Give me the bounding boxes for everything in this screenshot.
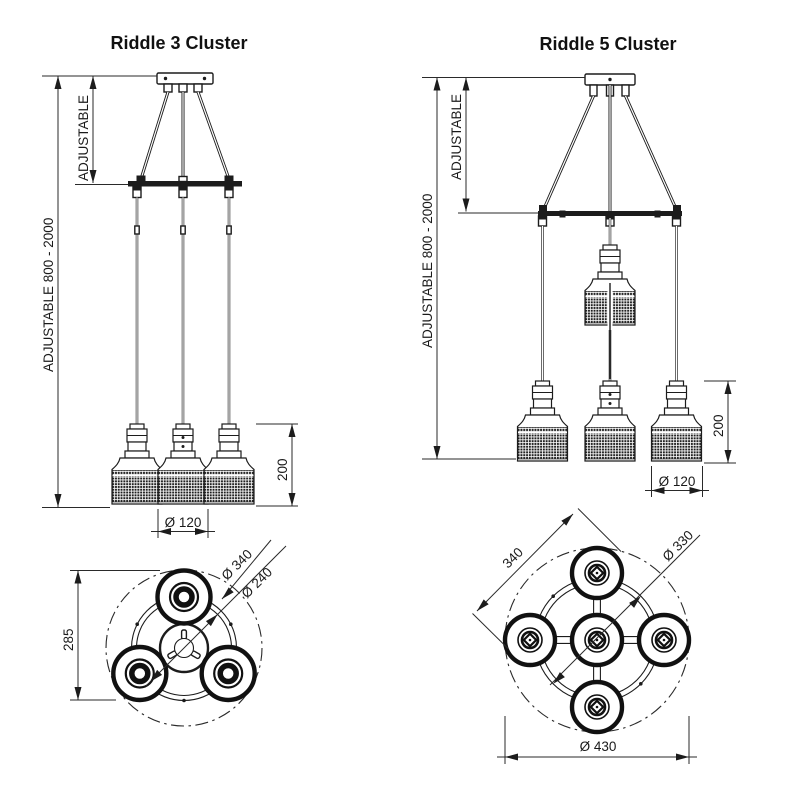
lamp-plan <box>639 615 689 665</box>
dimension-shade-diameter: Ø 120 <box>151 509 215 538</box>
suspension-rods <box>139 91 231 181</box>
pendant-lamp <box>650 380 703 462</box>
dim-label-adjustable: ADJUSTABLE <box>76 95 91 181</box>
dim-label-adjustable: ADJUSTABLE <box>449 94 464 180</box>
lamp-plan <box>572 682 622 732</box>
crossbar <box>128 175 242 199</box>
dimension-shade-height: 200 <box>256 423 298 507</box>
plan-view-riddle-3: 285 Ø 340 Ø 240 <box>61 539 287 727</box>
lamp-plan <box>505 615 555 665</box>
ceiling-plate <box>156 72 214 93</box>
dimension-outer-diameter: Ø 430 <box>497 716 697 764</box>
suspension-rods <box>541 85 679 212</box>
dim-label-lamp-pitch: 340 <box>500 545 527 572</box>
dim-label-cluster-height: 285 <box>61 628 76 651</box>
title-riddle-5-cluster: Riddle 5 Cluster <box>539 34 676 54</box>
dim-label-shade-height: 200 <box>711 414 726 437</box>
dim-label-outer-diameter: Ø 430 <box>580 739 617 754</box>
footprint-circle <box>105 569 263 727</box>
pendant-lamp <box>516 380 569 462</box>
lamp-plan <box>202 647 255 700</box>
drop-rods <box>134 197 232 424</box>
dim-label-shade-height: 200 <box>275 458 290 481</box>
pendant-lamp <box>203 423 255 505</box>
dim-label-outer-diameter: Ø 340 <box>219 547 256 584</box>
dimension-adjustable: ADJUSTABLE <box>449 77 538 214</box>
dim-label-adjustable-range: ADJUSTABLE 800 - 2000 <box>41 218 56 372</box>
dimension-adjustable: ADJUSTABLE <box>75 76 128 185</box>
dim-label-shade-diameter: Ø 120 <box>165 515 202 530</box>
front-view-riddle-3: ADJUSTABLE 800 - 2000 ADJUSTABLE 200 <box>41 72 298 538</box>
dim-label-shade-diameter: Ø 120 <box>659 474 696 489</box>
dimension-shade-height: 200 <box>704 380 736 464</box>
dimension-adjustable-range: ADJUSTABLE 800 - 2000 <box>420 77 585 460</box>
dim-label-ring-diameter: Ø 240 <box>239 565 276 602</box>
dim-label-adjustable-range: ADJUSTABLE 800 - 2000 <box>420 194 435 348</box>
lamp-plan <box>572 615 622 665</box>
spokes <box>555 598 639 682</box>
dim-label-ring-diameter: Ø 330 <box>660 528 697 565</box>
title-riddle-3-cluster: Riddle 3 Cluster <box>110 33 247 53</box>
plan-view-riddle-5: 340 Ø 330 Ø 430 <box>472 508 701 764</box>
dimension-adjustable-range: ADJUSTABLE 800 - 2000 <box>41 75 157 508</box>
pendant-lamp <box>111 423 163 505</box>
lamp-plan <box>572 548 622 598</box>
front-view-riddle-5: ADJUSTABLE 800 - 2000 ADJUSTABLE 200 <box>420 73 736 497</box>
dimension-shade-diameter: Ø 120 <box>645 466 709 497</box>
dimension-cluster-height: 285 <box>61 570 160 701</box>
lamp-plan <box>158 571 211 624</box>
